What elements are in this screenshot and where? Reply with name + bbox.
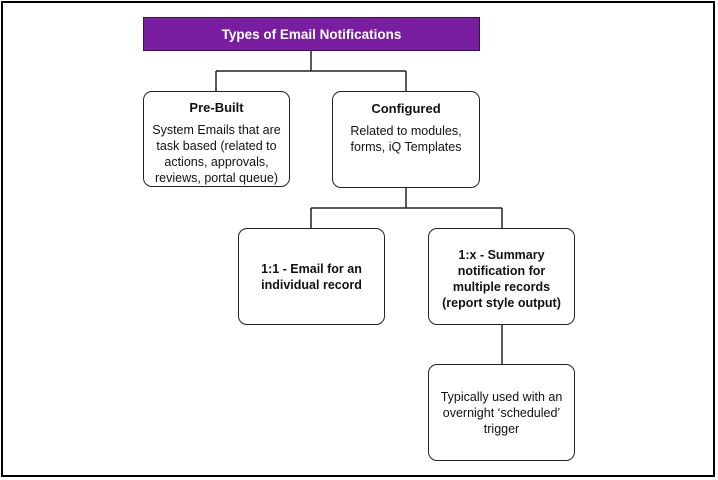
node-one-to-x: 1:x - Summary notification for multiple … [428, 228, 575, 325]
node-scheduled-description: Typically used with an overnight ‘schedu… [440, 389, 563, 436]
node-prebuilt: Pre-Built System Emails that are task ba… [143, 91, 290, 187]
node-prebuilt-description: System Emails that are task based (relat… [152, 123, 281, 185]
node-scheduled: Typically used with an overnight ‘schedu… [428, 364, 575, 461]
diagram-title: Types of Email Notifications [221, 26, 402, 42]
node-configured: Configured Related to modules, forms, iQ… [332, 91, 480, 188]
diagram-title-box: Types of Email Notifications [143, 17, 480, 51]
node-configured-description: Related to modules, forms, iQ Templates [350, 124, 462, 154]
node-one-to-one-title: 1:1 - Email for an individual record [261, 261, 362, 292]
node-one-to-x-title: 1:x - Summary notification for multiple … [442, 248, 561, 310]
node-one-to-one: 1:1 - Email for an individual record [238, 228, 385, 325]
node-configured-title: Configured [371, 101, 441, 116]
node-prebuilt-title: Pre-Built [189, 100, 244, 115]
